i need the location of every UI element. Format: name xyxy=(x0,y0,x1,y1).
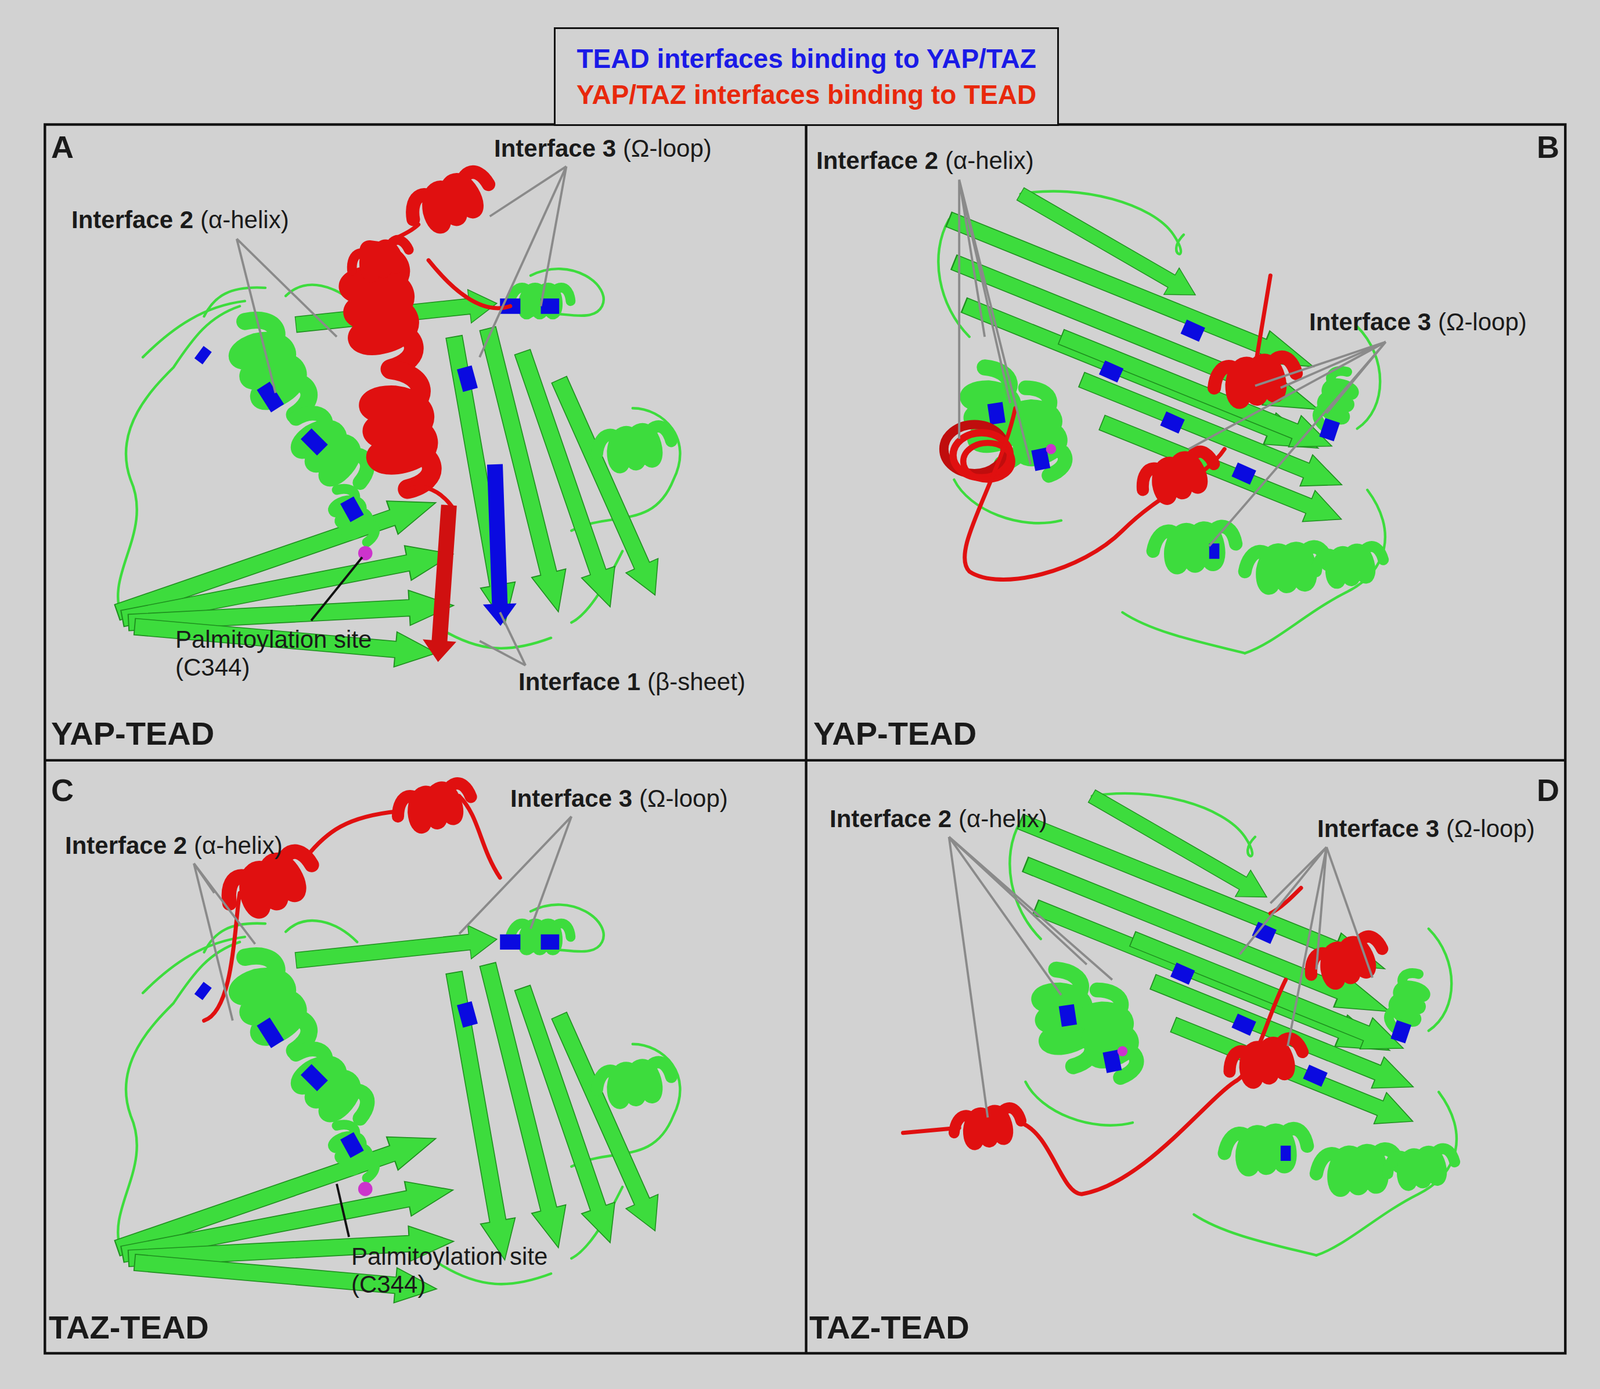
interface-type: (α-helix) xyxy=(200,206,290,234)
interface-label: Interface 2 xyxy=(71,206,194,234)
panel-title: TAZ-TEAD xyxy=(48,1309,209,1347)
interface-type: (α-helix) xyxy=(958,805,1048,834)
interface-label: Interface 3 xyxy=(510,784,633,813)
interface-label: Interface 3 xyxy=(494,134,616,163)
legend-text: YAP/TAZ interfaces binding to TEAD xyxy=(576,79,1037,110)
legend-text: TEAD interfaces binding to YAP/TAZ xyxy=(576,43,1036,74)
site-label: Palmitoylation site (C344) xyxy=(351,1242,583,1300)
panel-title: YAP-TEAD xyxy=(51,715,215,753)
legend-entry: YAP/TAZ interfaces binding to TEAD xyxy=(576,76,1037,113)
legend-entry: TEAD interfaces binding to YAP/TAZ xyxy=(576,40,1037,77)
panel-letter: C xyxy=(51,772,74,809)
panel-title: YAP-TEAD xyxy=(813,715,977,753)
interface-label: Interface 2 xyxy=(816,146,939,175)
interface-type: (Ω-loop) xyxy=(1446,815,1535,843)
interface-label: Interface 1 xyxy=(518,668,641,697)
interface-type: (Ω-loop) xyxy=(622,134,712,163)
interface-type: (Ω-loop) xyxy=(1438,308,1527,337)
interface-type: (α-helix) xyxy=(193,831,283,860)
interface-label: Interface 3 xyxy=(1317,815,1440,843)
panel-letter: A xyxy=(51,128,74,165)
interface-type: (α-helix) xyxy=(945,146,1034,175)
site-label: Palmitoylation site (C344) xyxy=(175,625,407,683)
interface-type: (Ω-loop) xyxy=(639,784,729,813)
panel-letter: B xyxy=(1536,128,1560,165)
interface-label: Interface 2 xyxy=(829,805,952,834)
interface-type: (β-sheet) xyxy=(647,668,746,697)
panel-letter: D xyxy=(1536,772,1560,809)
interface-label: Interface 3 xyxy=(1309,308,1432,337)
legend-box: TEAD interfaces binding to YAP/TAZ YAP/TA… xyxy=(553,27,1059,126)
panel-title: TAZ-TEAD xyxy=(809,1309,970,1347)
interface-label: Interface 2 xyxy=(65,831,187,860)
